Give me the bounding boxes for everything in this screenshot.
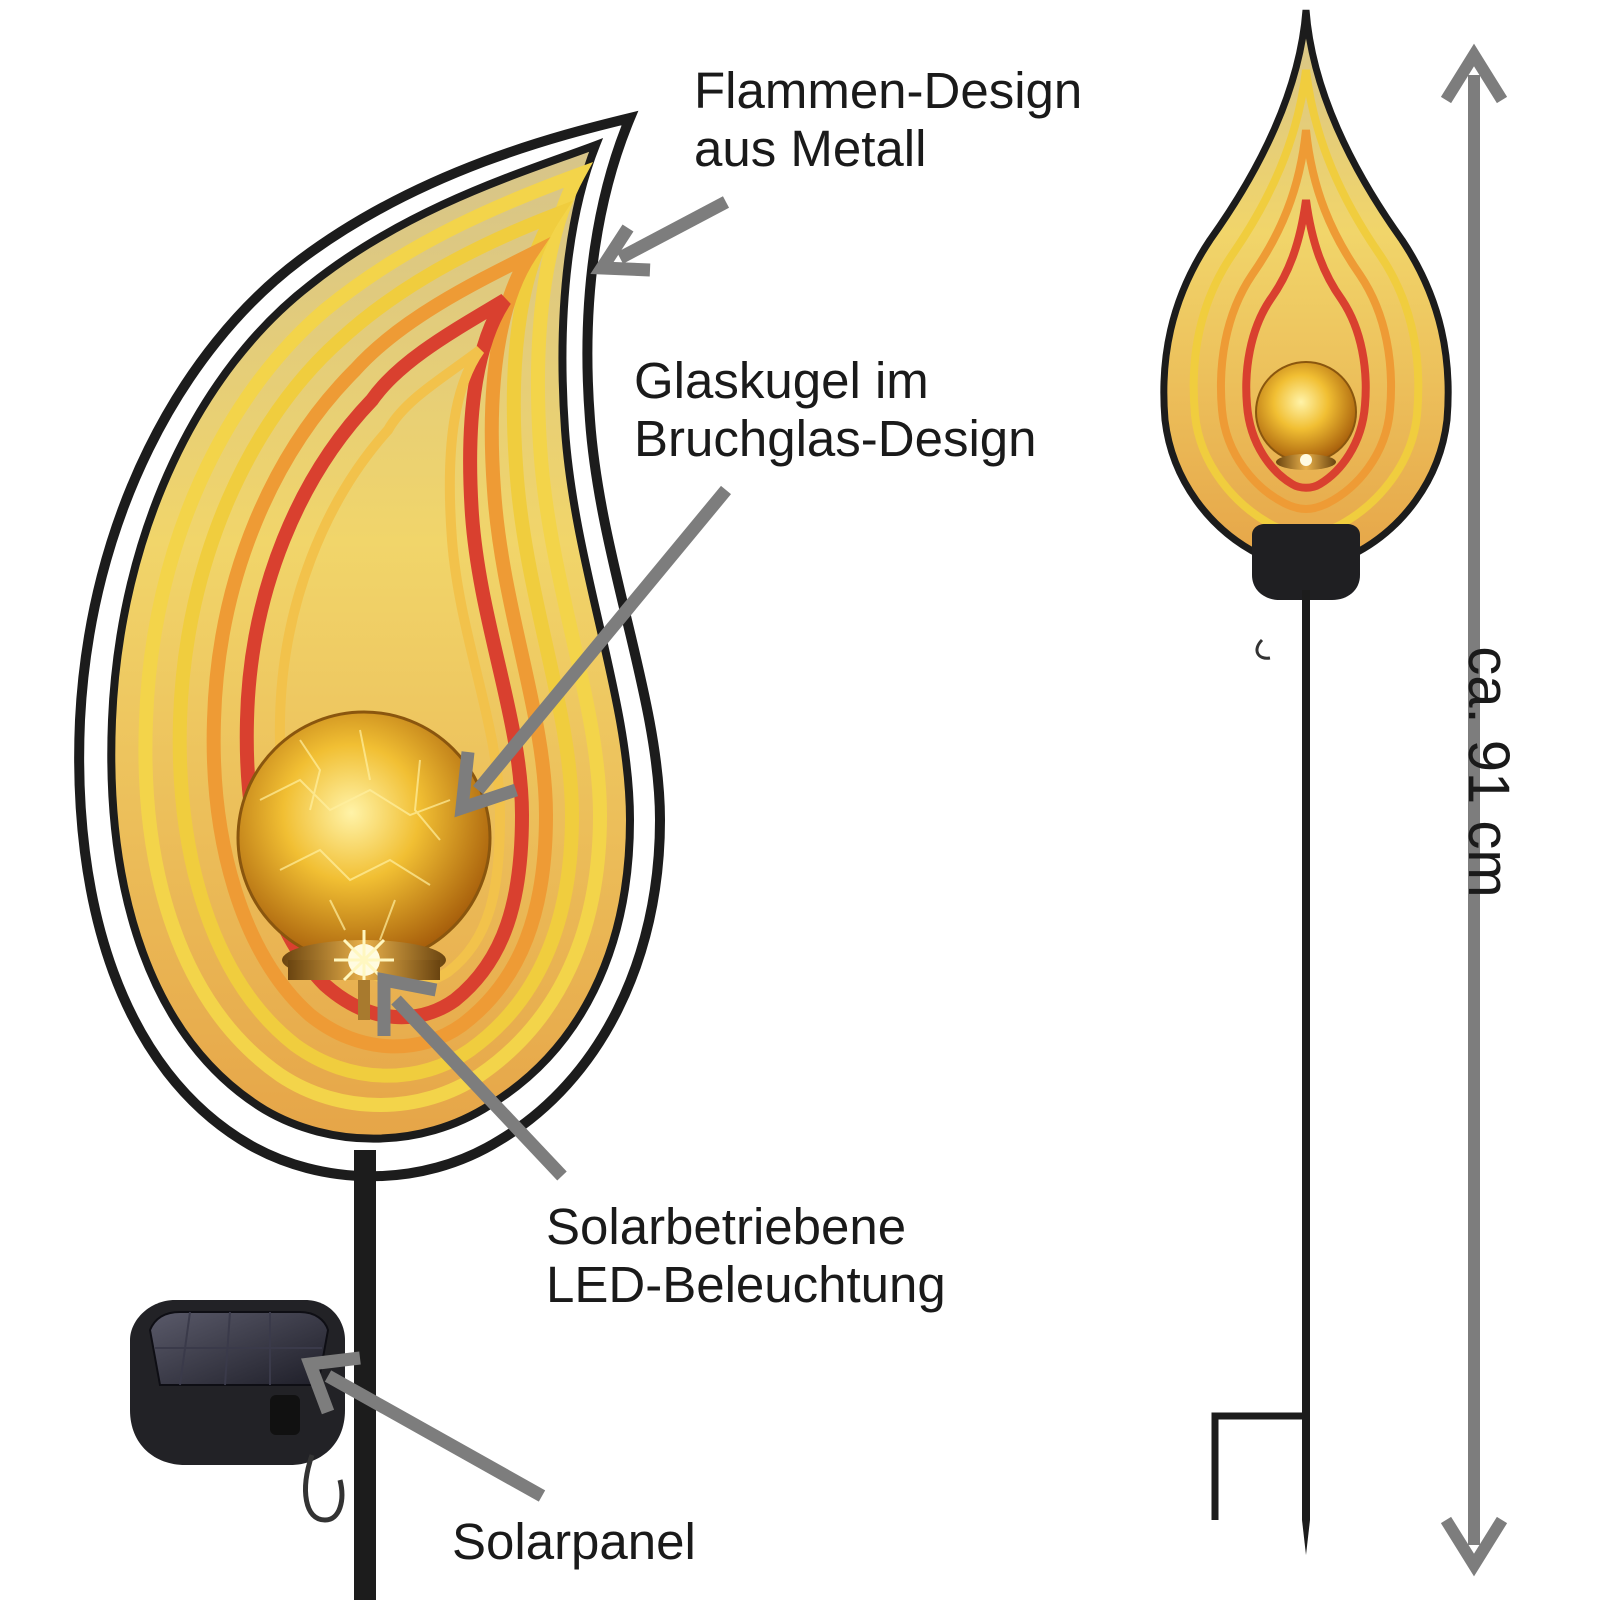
label-flame-design-line2: aus Metall: [694, 120, 927, 177]
flame-ring-orange: [206, 236, 554, 1054]
callout-arrows: [301, 196, 732, 1502]
glass-crackle-lines: [259, 729, 451, 941]
panel-hook: [303, 1454, 345, 1523]
lamp-stake: [354, 1150, 376, 1600]
arrow-solar-panel: [301, 1351, 546, 1502]
small-lamp-stake: [1302, 590, 1310, 1520]
small-flame-ring-red: [1242, 199, 1370, 492]
label-flame-design: Flammen-Design aus Metall: [694, 62, 1082, 178]
full-lamp-view: [1160, 9, 1452, 1555]
label-glass-ball-line1: Glaskugel im: [634, 352, 929, 409]
label-led-line2: LED-Beleuchtung: [546, 1256, 946, 1313]
large-flame-lamp: [74, 110, 666, 1600]
label-dimension: ca. 91 cm: [1456, 646, 1521, 898]
flame-ring-yellow-2: [172, 200, 580, 1083]
arrow-flame-design: [590, 196, 730, 277]
height-dimension-arrow: [1440, 43, 1508, 1577]
solar-panel-unit: [130, 1300, 345, 1523]
small-glass-ball: [1255, 361, 1357, 463]
label-glass-ball-line2: Bruchglas-Design: [634, 410, 1037, 467]
ball-stem: [358, 980, 370, 1020]
small-flame-ring-2: [1216, 129, 1396, 513]
flame-ring-yellow-1: [138, 162, 608, 1112]
arrow-glass-ball: [454, 485, 732, 818]
label-flame-design-line1: Flammen-Design: [694, 62, 1083, 119]
label-led: Solarbetriebene LED-Beleuchtung: [546, 1198, 946, 1314]
label-solar-panel: Solarpanel: [452, 1513, 696, 1571]
stake-prong: [1211, 1412, 1302, 1520]
small-solar-unit: [1252, 524, 1360, 600]
arrow-led: [377, 972, 567, 1181]
led-sparkle: [334, 930, 394, 990]
label-solar-panel-text: Solarpanel: [452, 1513, 696, 1570]
label-glass-ball: Glaskugel im Bruchglas-Design: [634, 352, 1037, 468]
label-led-line1: Solarbetriebene: [546, 1198, 907, 1255]
flame-outer-frame: [74, 110, 666, 1182]
